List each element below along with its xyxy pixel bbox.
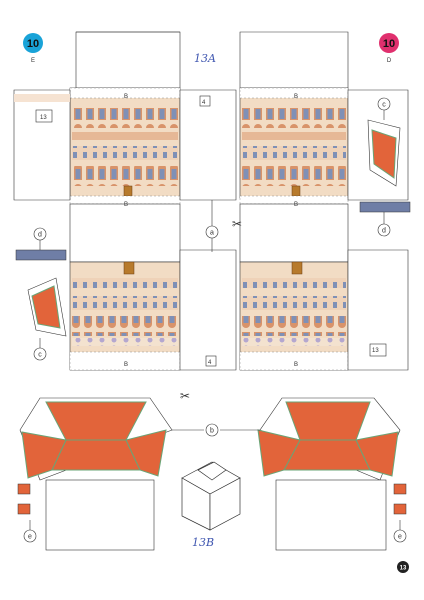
label-a: a [210, 230, 214, 237]
assembled-model-illustration [181, 461, 241, 531]
glue-letter-b: B [294, 94, 298, 100]
roof-piece-left [19, 397, 173, 551]
side-piece-c-right [367, 119, 401, 187]
badge-right: 10 D [379, 33, 399, 64]
scissors-icon: ✂ [232, 217, 242, 231]
facade-panel-top-right [239, 31, 409, 205]
badge-left: 10 E [23, 33, 43, 64]
part-number-4: 4 [202, 100, 206, 106]
facade-panel-top-left [13, 31, 237, 205]
side-piece-c-left [27, 277, 67, 337]
badge-left-letter: E [31, 58, 35, 64]
glue-letter-b: B [124, 362, 128, 368]
page-number: 13 [397, 561, 409, 573]
glue-letter-b: B [124, 202, 128, 208]
label-c: c [382, 102, 386, 109]
tabs-e-right [393, 483, 407, 515]
label-d: d [38, 232, 42, 239]
glue-letter-b: B [294, 202, 298, 208]
badge-right-letter: D [387, 58, 392, 64]
side-piece-d-left [15, 249, 67, 261]
guide-lines [29, 110, 401, 530]
label-b: b [210, 428, 214, 435]
side-piece-d-right [359, 201, 411, 213]
tabs-e-left [17, 483, 31, 515]
glue-letter-b: B [294, 362, 298, 368]
part-number-4: 4 [208, 360, 212, 366]
roof-piece-right [257, 397, 401, 551]
page-number-text: 13 [400, 566, 407, 572]
label-c: c [38, 352, 42, 359]
circled-letters: a b c c d d e e [23, 97, 407, 543]
label-d: d [382, 228, 386, 235]
scissors-icon: ✂ [180, 389, 190, 403]
facade-panel-bottom-left [69, 203, 237, 371]
glue-letter-b: B [124, 94, 128, 100]
badge-right-number: 10 [383, 38, 395, 50]
handwritten-label-13a: 13A [194, 52, 216, 65]
part-number-box-right: 13 [372, 348, 379, 354]
part-number-box-left: 13 [40, 115, 47, 121]
facade-panel-bottom-right [239, 203, 409, 371]
badge-left-number: 10 [27, 38, 39, 50]
label-e: e [28, 534, 32, 541]
handwritten-label-13b: 13B [192, 536, 214, 549]
label-e: e [398, 534, 402, 541]
